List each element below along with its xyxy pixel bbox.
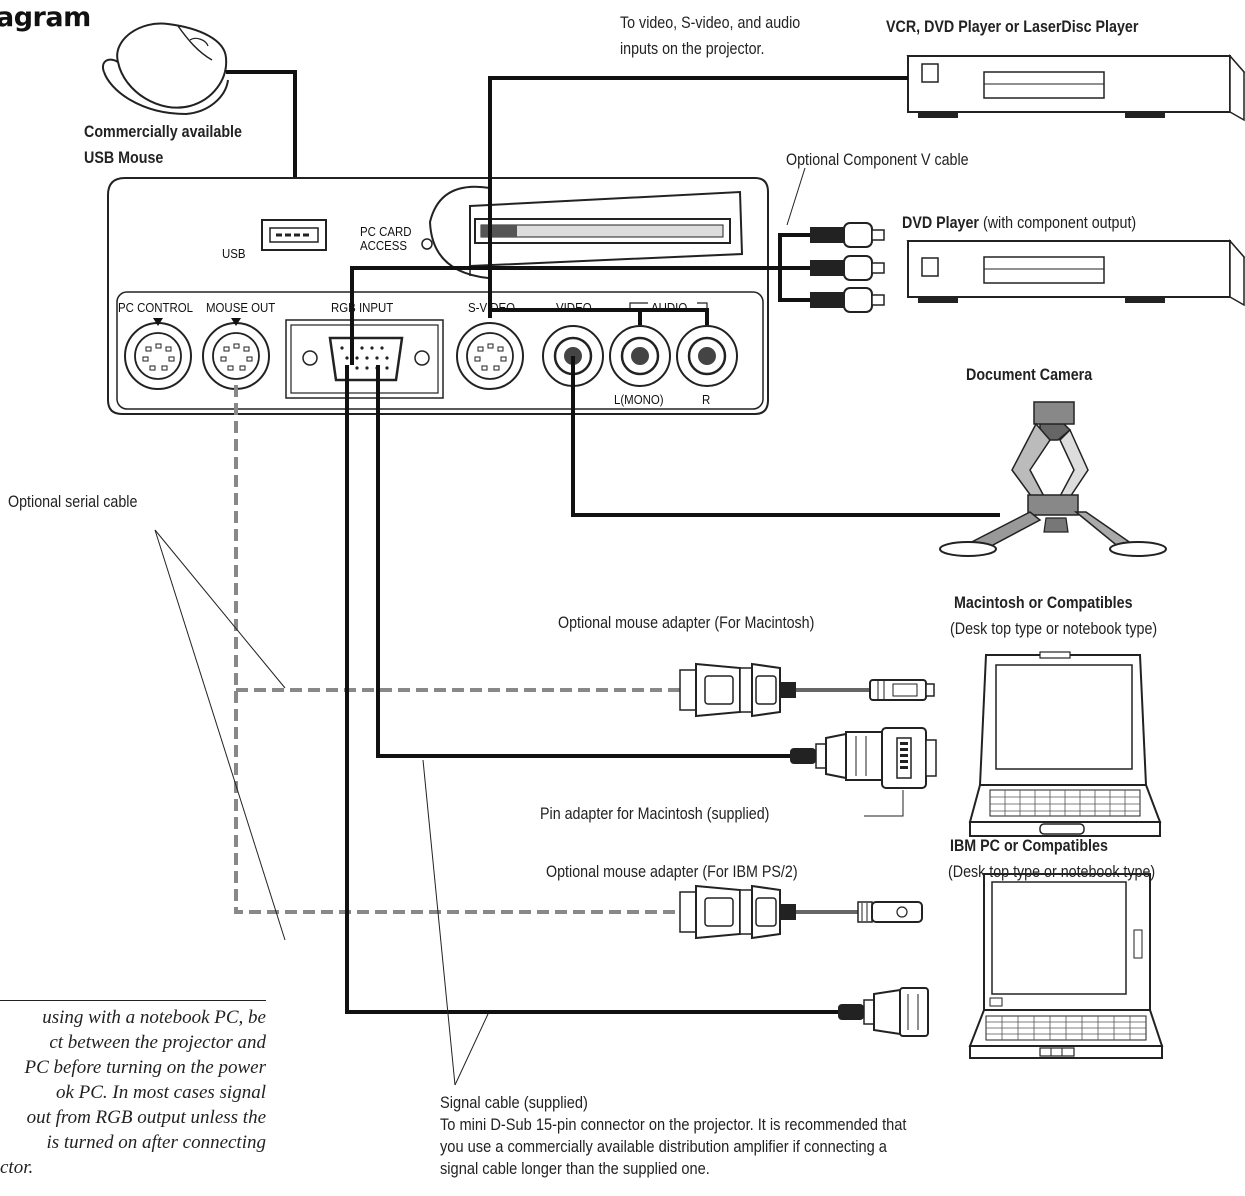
- document-camera-label: Document Camera: [966, 365, 1093, 384]
- rca-plug-mid: [810, 255, 885, 281]
- mac-sub-label: (Desk top type or notebook type): [950, 619, 1158, 638]
- vcr-device-icon: [906, 54, 1245, 122]
- dvd-player-icon: [906, 239, 1245, 307]
- document-camera-icon: [939, 401, 1167, 557]
- signal-cable-text: Signal cable (supplied) To mini D-Sub 15…: [440, 1092, 906, 1180]
- rca-plug-top: [810, 222, 885, 248]
- mouse-out-label: MOUSE OUT: [206, 300, 276, 315]
- audio-l-port: [609, 325, 671, 387]
- dvd-label-rest: (with component output): [979, 213, 1137, 232]
- usb-port-label: USB: [222, 246, 246, 261]
- ibm-sub-label: (Desk top type or notebook type): [948, 862, 1156, 881]
- note-line5: out from RGB output unless the: [26, 1107, 266, 1128]
- pc-card-label-line2: ACCESS: [360, 238, 408, 253]
- optional-serial-label: Optional serial cable: [8, 492, 138, 511]
- mouse-adapter-ibm-label: Optional mouse adapter (For IBM PS/2): [546, 862, 798, 881]
- pin-adapter-label: Pin adapter for Macintosh (supplied): [540, 804, 770, 823]
- s-video-port: [456, 322, 524, 390]
- ibm-mouse-adapter-icon: [679, 884, 923, 940]
- ibm-notebook-icon: [968, 873, 1164, 1059]
- rgb-input-port: [285, 319, 444, 399]
- audio-l-mono-label: L(MONO): [614, 392, 664, 407]
- mouse-adapter-mac-label: Optional mouse adapter (For Macintosh): [558, 613, 815, 632]
- mac-title-label: Macintosh or Compatibles: [954, 593, 1133, 612]
- audio-r-label: R: [702, 392, 711, 407]
- signal-cable-line2: To mini D-Sub 15-pin connector on the pr…: [440, 1115, 907, 1134]
- rgb-input-label: RGB INPUT: [331, 300, 394, 315]
- mac-notebook-icon: [968, 651, 1162, 837]
- notebook-note: using with a notebook PC, be ct between …: [0, 1000, 266, 1180]
- mouse-out-port: [202, 322, 270, 390]
- note-line2: ct between the projector and: [49, 1032, 266, 1053]
- pc-control-label: PC CONTROL: [118, 300, 194, 315]
- rca-plug-bottom: [810, 287, 885, 313]
- projector-panel: [107, 177, 769, 415]
- to-video-label-line1: To video, S-video, and audio: [620, 13, 801, 32]
- note-line6: is turned on after connecting: [46, 1132, 266, 1153]
- note-line1: using with a notebook PC, be: [42, 1007, 266, 1028]
- note-line7: ctor.: [0, 1157, 34, 1178]
- mac-mouse-adapter-icon: [679, 662, 935, 718]
- video-label: VIDEO: [556, 300, 592, 315]
- usb-mouse-label-line1: Commercially available: [84, 122, 242, 141]
- usb-mouse-label-line2: USB Mouse: [84, 148, 164, 167]
- dvd-label: DVD Player (with component output): [902, 212, 1136, 234]
- pc-control-port: [124, 322, 192, 390]
- ibm-signal-connector-icon: [838, 987, 929, 1037]
- audio-label: AUDIO: [651, 300, 688, 315]
- signal-cable-line1: Signal cable (supplied): [440, 1093, 588, 1112]
- pin-adapter-icon: [790, 727, 937, 789]
- signal-cable-line4: signal cable longer than the supplied on…: [440, 1159, 710, 1178]
- usb-mouse-icon: [102, 22, 229, 116]
- note-line3: PC before turning on the power: [24, 1057, 266, 1078]
- dvd-label-bold: DVD Player: [902, 213, 980, 232]
- page-title: agram: [0, 2, 91, 33]
- to-video-label-line2: inputs on the projector.: [620, 39, 765, 58]
- pc-card-label-line1: PC CARD: [360, 224, 412, 239]
- signal-cable-line3: you use a commercially available distrib…: [440, 1137, 887, 1156]
- optional-component-label: Optional Component V cable: [786, 150, 969, 169]
- pc-card-access-led: [421, 238, 433, 250]
- note-line4: ok PC. In most cases signal: [55, 1082, 266, 1103]
- vcr-label: VCR, DVD Player or LaserDisc Player: [886, 17, 1139, 36]
- ibm-title-label: IBM PC or Compatibles: [950, 836, 1108, 855]
- s-video-label: S-VIDEO: [468, 300, 516, 315]
- serial-cable: [234, 385, 680, 914]
- audio-r-port: [676, 325, 738, 387]
